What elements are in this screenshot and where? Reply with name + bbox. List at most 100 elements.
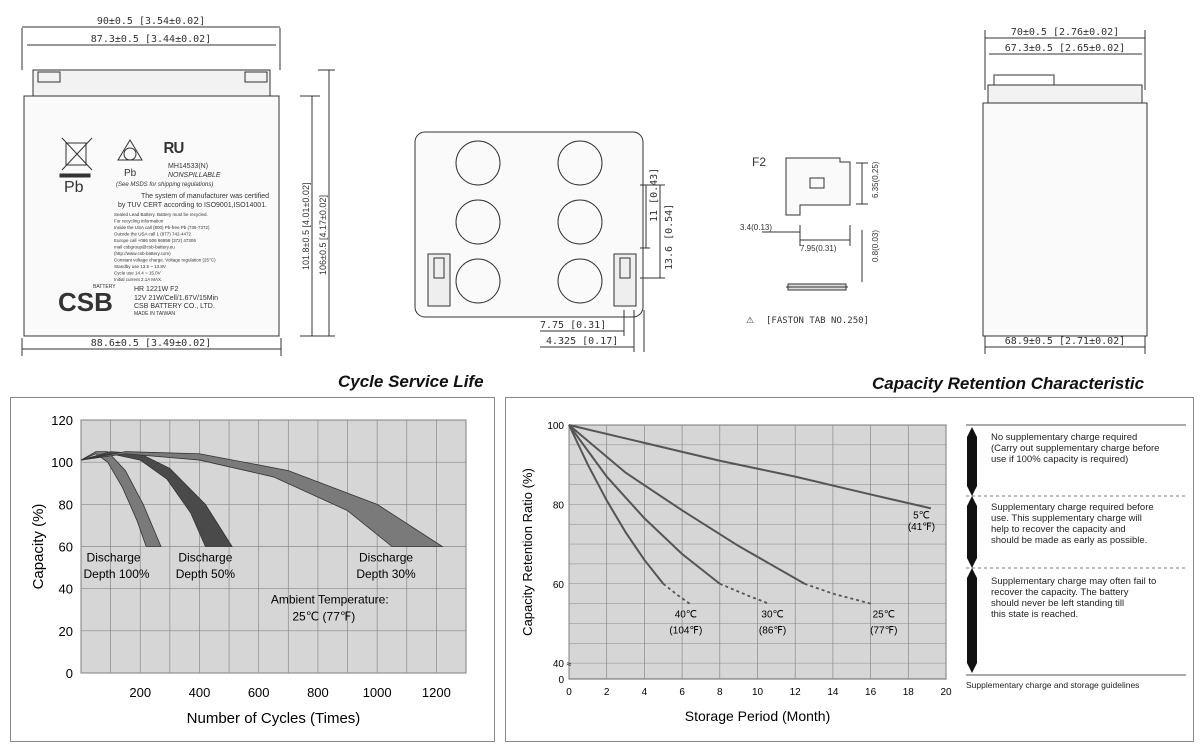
x-axis-label: Number of Cycles (Times) (187, 710, 361, 727)
series-line (568, 424, 932, 510)
technical-drawings: 90±0.5 [3.54±0.02] 87.3±0.5 [3.44±0.02] … (21, 16, 1148, 356)
dim-side-width-bottom: 68.9±0.5 [2.71±0.02] (1005, 336, 1125, 347)
nonspillable-text: NONSPILLABLE (168, 172, 221, 179)
x-tick-label: 14 (827, 687, 839, 698)
csb-logo-sub: BATTERY (93, 284, 116, 290)
x-tick-label: 1000 (363, 685, 392, 700)
series-line-dashed (662, 583, 691, 605)
label-small-line: Sealed Lead Battery. Battery must be rec… (114, 212, 208, 217)
model-text: HR 1221W F2 (134, 286, 178, 293)
guide-arrow-icon (967, 427, 977, 496)
y-tick-label: 40 (553, 659, 565, 670)
y-tick-label: 20 (59, 624, 73, 639)
chart-annotation: (77℉) (870, 625, 897, 636)
y-tick-label: 0 (558, 675, 564, 686)
company-text: CSB BATTERY CO., LTD. (134, 303, 215, 310)
chart-annotation: 5℃ (913, 510, 930, 521)
warning-icon: ⚠ (746, 315, 754, 325)
chart-annotation: 30℃ (761, 609, 783, 620)
label-small-line: Constant voltage charge. Voltage regulat… (114, 258, 216, 263)
y-axis-label: Capacity Retention Ratio (%) (520, 468, 535, 636)
cycle-chart-title: Cycle Service Life (338, 372, 484, 391)
x-tick-label: 10 (752, 687, 764, 698)
y-tick-label: 60 (553, 580, 565, 591)
chart-annotation: Ambient Temperature: (271, 592, 389, 606)
series-line (568, 424, 665, 585)
chart-annotation: Depth 30% (356, 567, 416, 581)
chart-annotation: Depth 50% (176, 567, 236, 581)
notes-footer: Supplementary charge and storage guideli… (966, 680, 1139, 690)
series-line (568, 424, 806, 585)
label-small-line: Inside the USA call (800) Pb-free Pb (73… (114, 225, 210, 230)
dim-top-11: 11 [0.43] (649, 168, 660, 222)
pb-label: Pb (64, 179, 84, 196)
y-tick-label: 80 (59, 497, 73, 512)
dim-side-width-outer: 70±0.5 [2.76±0.02] (1011, 27, 1119, 38)
y-tick-label: 40 (59, 582, 73, 597)
dim-term-34: 3.4(0.13) (740, 223, 772, 232)
y-tick-label: 100 (51, 455, 73, 470)
y-tick-label: 60 (59, 540, 73, 555)
label-small-line: (http://www.csb-battery.com) (114, 251, 171, 256)
weee-bin-icon (59, 137, 93, 178)
dim-side-width-inner: 67.3±0.5 [2.65±0.02] (1005, 43, 1125, 54)
x-tick-label: 6 (679, 687, 685, 698)
x-tick-label: 600 (248, 685, 270, 700)
faston-text: [FASTON TAB NO.250] (766, 316, 869, 326)
dim-term-635: 6.35(0.25) (871, 161, 880, 198)
notes-item: No supplementary charge required(Carry o… (991, 432, 1159, 465)
dim-term-08: 0.8(0.03) (871, 230, 880, 262)
msds-text: (See MSDS for shipping regulations) (116, 182, 213, 188)
chart-annotation: (86℉) (759, 625, 786, 636)
dim-front-width-inner: 87.3±0.5 [3.44±0.02] (91, 34, 211, 45)
x-tick-label: 200 (129, 685, 151, 700)
chart-annotation: 25℃ (873, 609, 895, 620)
y-tick-label: 100 (547, 421, 564, 432)
x-tick-label: 8 (717, 687, 723, 698)
pb-label-2: Pb (124, 168, 137, 179)
label-small-line: For recycling information (114, 219, 164, 224)
x-axis-label: Storage Period (Month) (685, 708, 831, 724)
x-tick-label: 2 (604, 687, 610, 698)
label-small-line: Europe call +086 506 86858 (372) 47306 (114, 238, 196, 243)
y-tick-label: 0 (66, 666, 73, 681)
label-small-line: mail csbgroup@csb-battery.eu (114, 245, 175, 250)
chart-annotation: 25℃ (77℉) (292, 609, 355, 623)
cert-line-2: by TUV CERT according to ISO9001,ISO1400… (118, 202, 267, 209)
capacity-chart-title: Capacity Retention Characteristic (872, 374, 1145, 393)
dim-front-height-case: 101.8±0.5 [4.01±0.02] (301, 183, 311, 270)
x-tick-label: 18 (903, 687, 915, 698)
guide-arrow-icon (967, 496, 977, 568)
csb-logo: CSB (58, 287, 113, 317)
chart-annotation: (41℉) (908, 522, 935, 533)
x-tick-label: 400 (189, 685, 211, 700)
label-small-line: Standby use 13.5 ~ 13.8V (114, 264, 166, 269)
y-axis-label: Capacity (%) (30, 504, 47, 590)
x-tick-label: 0 (566, 687, 572, 698)
series-band (80, 451, 444, 547)
x-tick-label: 16 (865, 687, 877, 698)
series-line-dashed (804, 582, 871, 605)
recycle-icon (117, 139, 143, 161)
dim-top-136: 13.6 [0.54] (664, 204, 675, 270)
chart-annotation: (104℉) (669, 625, 702, 636)
axis-break-icon: ≈ (567, 659, 572, 669)
dim-front-width-bottom: 88.6±0.5 [3.49±0.02] (91, 338, 211, 349)
chart-annotation: 40℃ (675, 609, 697, 620)
x-tick-label: 1200 (422, 685, 451, 700)
label-small-line: Cycle use 14.4 ~ 15.0V (114, 271, 161, 276)
origin-text: MADE IN TAIWAN (134, 311, 175, 317)
chart-annotation: Discharge (359, 550, 413, 564)
series-line-dashed (719, 582, 770, 605)
x-tick-label: 4 (642, 687, 648, 698)
x-tick-label: 20 (940, 687, 952, 698)
label-small-line: Initial current 2.1A MAX. (114, 277, 162, 282)
ul-mark-icon: ᴿᵁ (164, 138, 184, 163)
cert-line-1: The system of manufacturer was certified (141, 193, 269, 200)
chart-annotation: Discharge (87, 550, 141, 564)
